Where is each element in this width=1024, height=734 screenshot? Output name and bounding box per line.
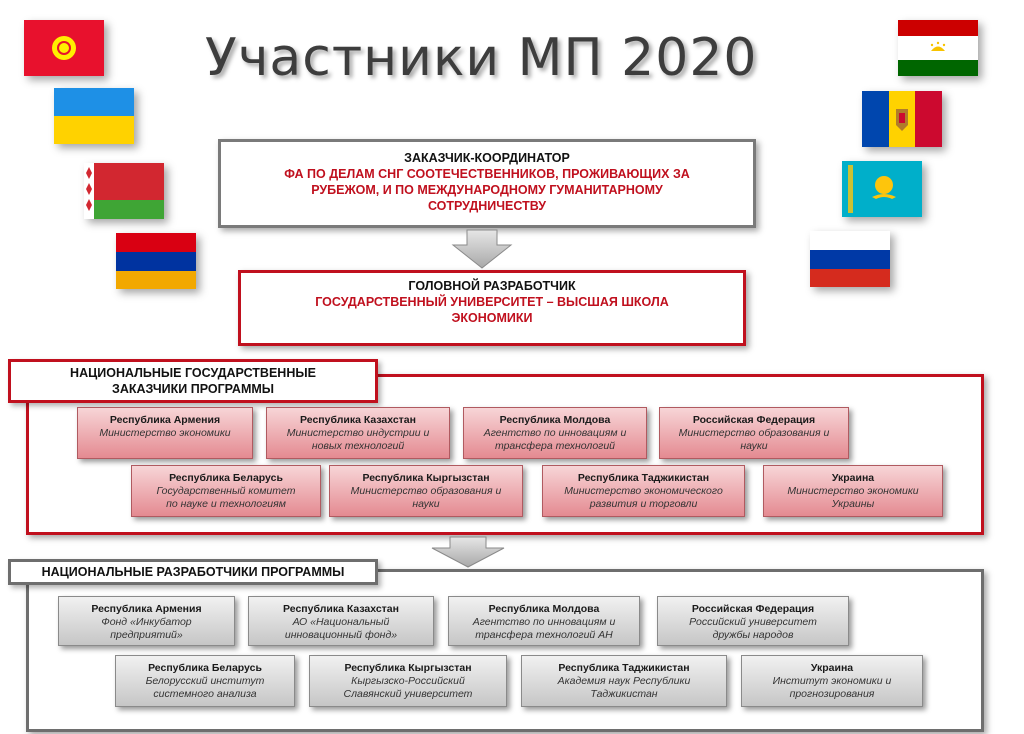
- down-arrow-icon: [451, 229, 513, 269]
- customer-card-country: Российская Федерация: [692, 414, 816, 426]
- customer-card-org: науки: [740, 440, 768, 452]
- coordinator-org-line: РУБЕЖОМ, И ПО МЕЖДУНАРОДНОМУ ГУМАНИТАРНО…: [311, 183, 663, 197]
- flag-armenia-icon: [116, 233, 196, 289]
- developer-card-country: Республика Беларусь: [148, 662, 262, 674]
- developer-card-org: предприятий»: [110, 629, 183, 641]
- coordinator-label: ЗАКАЗЧИК-КООРДИНАТОР: [404, 151, 570, 165]
- customer-card-org: Министерство индустрии и: [286, 427, 430, 439]
- customer-card-org: Украины: [831, 498, 875, 510]
- developer-card-org: Таджикистан: [590, 688, 658, 700]
- page-title: Участники МП 2020: [205, 28, 758, 88]
- customer-card-country: Республика Беларусь: [169, 472, 283, 484]
- developer-card-country: Республика Армения: [91, 603, 202, 615]
- customer-card-org: по науке и технологиям: [166, 498, 286, 510]
- developer-card-country: Российская Федерация: [691, 603, 815, 615]
- coordinator-org-line: СОТРУДНИЧЕСТВУ: [427, 199, 547, 213]
- lead-developer-box: ГОЛОВНОЙ РАЗРАБОТЧИК ГОСУДАРСТВЕННЫЙ УНИ…: [238, 270, 746, 346]
- customer-card-org: Министерство экономики: [99, 427, 231, 439]
- developer-label: ГОЛОВНОЙ РАЗРАБОТЧИК: [408, 279, 576, 293]
- customer-card-org: Государственный комитет: [156, 485, 296, 497]
- customer-card-country: Республика Молдова: [499, 414, 611, 426]
- developer-card-country: Украина: [810, 662, 854, 674]
- customer-card-org: новых технологий: [311, 440, 405, 452]
- developer-card-org: Агентство по инновациям и: [472, 616, 616, 628]
- developer-card-org: АО «Национальный: [292, 616, 390, 628]
- developer-card-org: инновационный фонд»: [284, 629, 398, 641]
- developer-card-org: прогнозирования: [789, 688, 875, 700]
- developer-card-country: Республика Кыргызстан: [344, 662, 472, 674]
- developer-card-org: Славянский университет: [343, 688, 473, 700]
- developer-card-org: Российский университет: [689, 616, 817, 628]
- flag-kazakhstan-icon: [842, 161, 922, 217]
- flag-ukraine-icon: [54, 88, 134, 144]
- developer-card-org: дружбы народов: [712, 629, 794, 641]
- developer-org-line: ГОСУДАРСТВЕННЫЙ УНИВЕРСИТЕТ – ВЫСШАЯ ШКО…: [315, 295, 669, 309]
- customer-card-country: Республика Армения: [109, 414, 221, 426]
- coordinator-org-line: ФА ПО ДЕЛАМ СНГ СООТЕЧЕСТВЕННИКОВ, ПРОЖИ…: [284, 167, 690, 181]
- developer-card-country: Республика Таджикистан: [558, 662, 690, 674]
- down-arrow-icon: [431, 536, 505, 568]
- developer-card-org: системного анализа: [153, 688, 257, 700]
- developer-card-org: Белорусский институт: [145, 675, 265, 687]
- flag-moldova-icon: [862, 91, 942, 147]
- developer-card-org: Кыргызско-Российский: [351, 675, 465, 687]
- flag-tajikistan-icon: [898, 20, 978, 76]
- customer-card-org: развития и торговли: [589, 498, 698, 510]
- developers-section: [26, 569, 984, 732]
- developer-card-country: Республика Казахстан: [283, 603, 399, 615]
- customer-card-country: Республика Кыргызстан: [362, 472, 490, 484]
- developer-card-org: Фонд «Инкубатор: [101, 616, 192, 628]
- customer-card-country: Украина: [831, 472, 875, 484]
- customer-card-country: Республика Таджикистан: [577, 472, 710, 484]
- customers-section-label: НАЦИОНАЛЬНЫЕ ГОСУДАРСТВЕННЫЕ ЗАКАЗЧИКИ П…: [8, 359, 378, 403]
- customers-label-line: ЗАКАЗЧИКИ ПРОГРАММЫ: [111, 382, 275, 396]
- developer-card-org: трансфера технологий АН: [475, 629, 613, 641]
- customer-card-org: Министерство образования и: [678, 427, 830, 439]
- customer-card-org: Министерство экономического: [564, 485, 723, 497]
- developers-section-label: НАЦИОНАЛЬНЫЕ РАЗРАБОТЧИКИ ПРОГРАММЫ: [8, 559, 378, 585]
- developer-card-org: Академия наук Республики: [557, 675, 691, 687]
- customer-card-org: Министерство образования и: [350, 485, 502, 497]
- coordinator-box: ЗАКАЗЧИК-КООРДИНАТОР ФА ПО ДЕЛАМ СНГ СОО…: [218, 139, 756, 228]
- developer-card-org: Институт экономики и: [772, 675, 892, 687]
- developer-card-country: Республика Молдова: [488, 603, 600, 615]
- flag-belarus-icon: [84, 163, 164, 219]
- customers-label-line: НАЦИОНАЛЬНЫЕ ГОСУДАРСТВЕННЫЕ: [70, 366, 316, 380]
- flag-kyrgyzstan-icon: [24, 20, 104, 76]
- flag-russia-icon: [810, 231, 890, 287]
- customer-card-country: Республика Казахстан: [300, 414, 416, 426]
- customer-card-org: Министерство экономики: [787, 485, 919, 497]
- customer-card-org: науки: [412, 498, 440, 510]
- customer-card-org: трансфера технологий: [494, 440, 616, 452]
- developer-org-line: ЭКОНОМИКИ: [451, 311, 533, 325]
- customer-card-org: Агентство по инновациям и: [483, 427, 627, 439]
